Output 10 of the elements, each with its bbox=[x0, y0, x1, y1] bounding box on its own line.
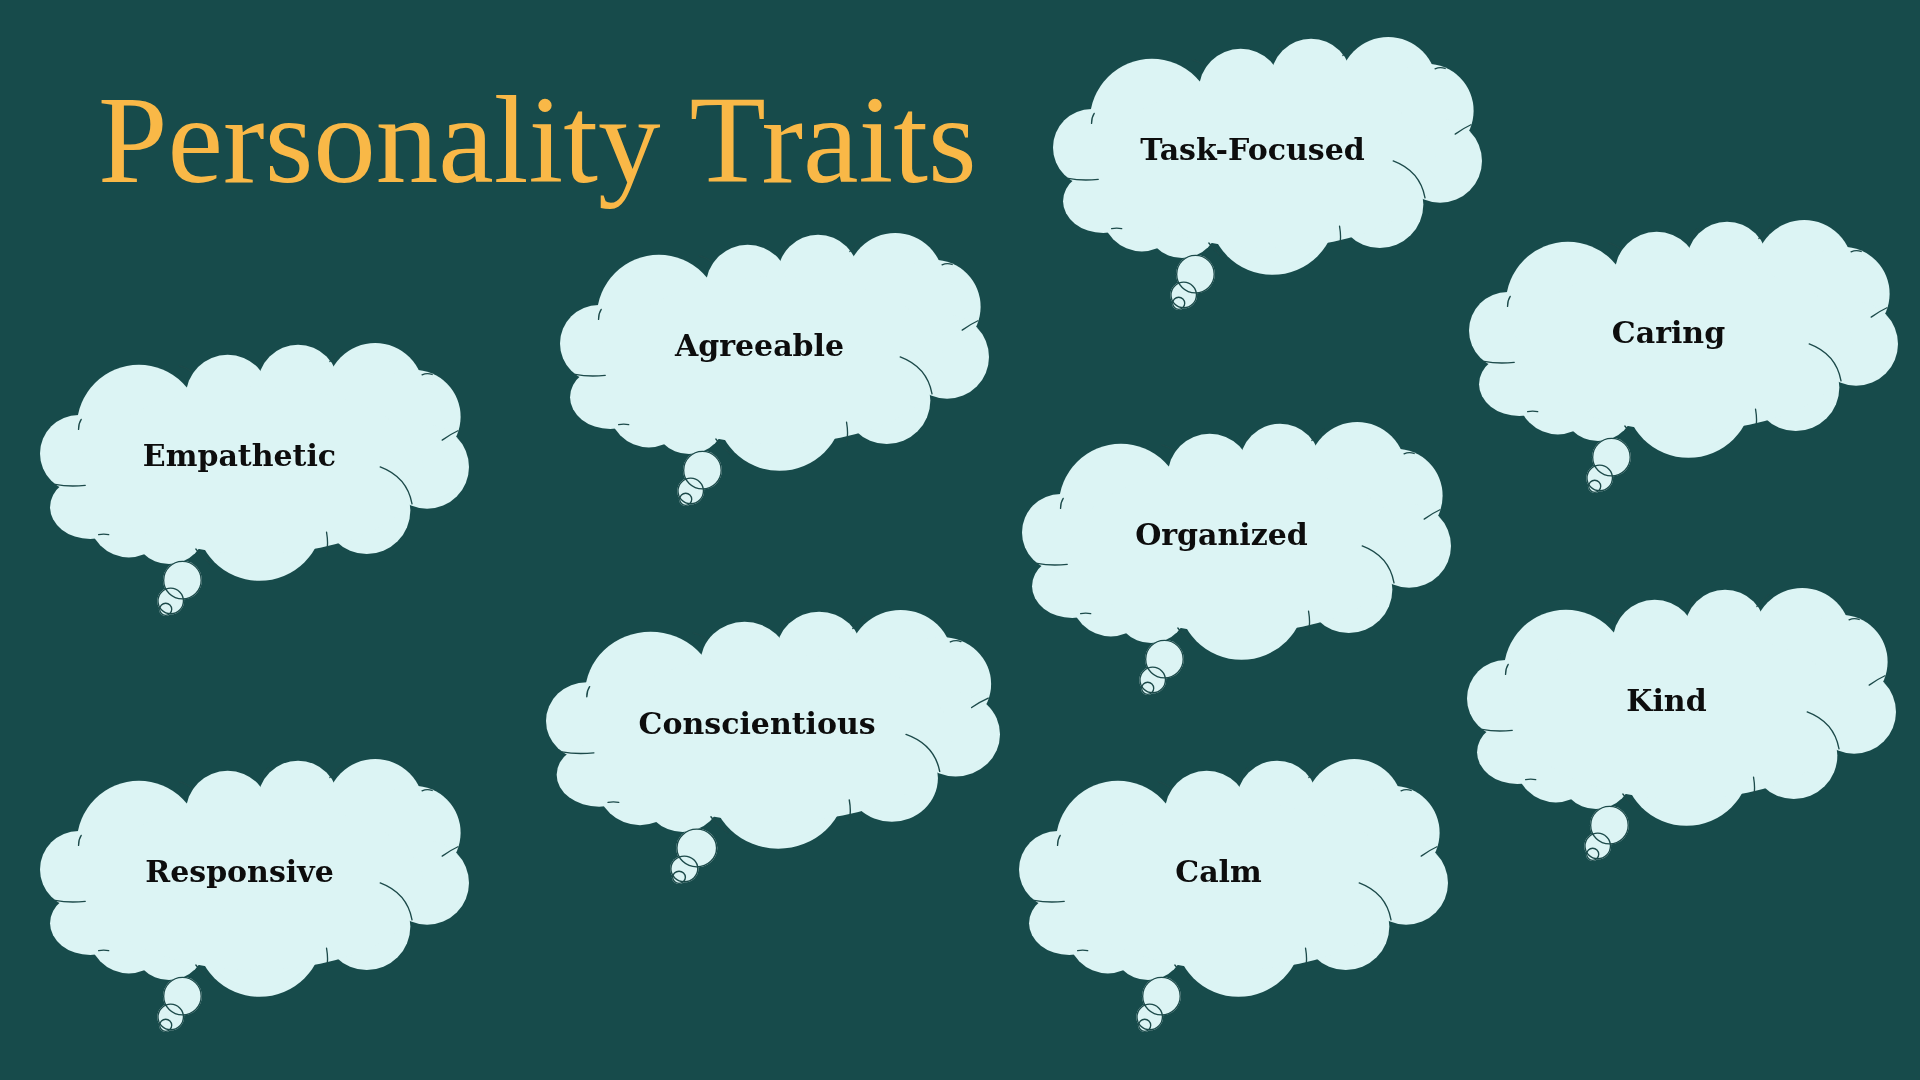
trait-label: Agreeable bbox=[674, 328, 845, 365]
trait-label: Organized bbox=[1135, 517, 1308, 554]
trait-label: Calm bbox=[1175, 854, 1262, 891]
trait-label: Conscientious bbox=[638, 705, 876, 742]
trait-label: Caring bbox=[1611, 315, 1726, 352]
trait-label: Responsive bbox=[145, 854, 334, 891]
trait-label: Task-Focused bbox=[1140, 132, 1365, 169]
trait-label: Empathetic bbox=[142, 438, 337, 475]
trait-label: Kind bbox=[1626, 683, 1707, 720]
title: Personality Traits bbox=[97, 70, 978, 211]
